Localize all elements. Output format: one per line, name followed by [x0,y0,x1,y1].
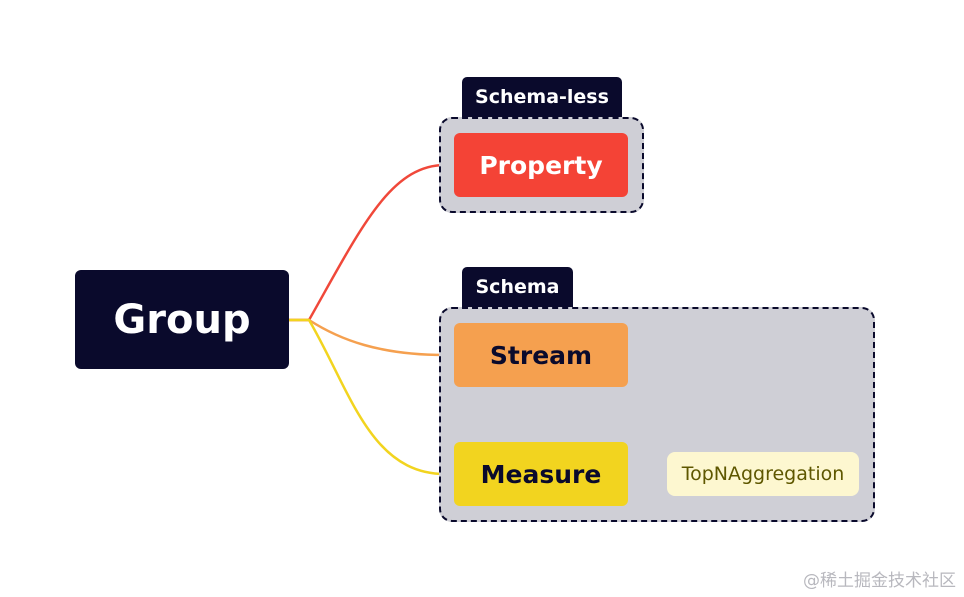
topn-aggregation-node[interactable]: TopNAggregation [667,452,859,496]
connector-group-stream [289,318,455,357]
measure-node[interactable]: Measure [454,442,628,506]
schema-tab: Schema [462,267,573,307]
property-node[interactable]: Property [454,133,628,197]
connector-group-property [289,163,455,322]
watermark: @稀土掘金技术社区 [803,571,956,591]
stream-node[interactable]: Stream [454,323,628,387]
connector-group-measure [289,318,455,476]
schema-less-tab: Schema-less [462,77,622,117]
group-node[interactable]: Group [75,270,289,369]
